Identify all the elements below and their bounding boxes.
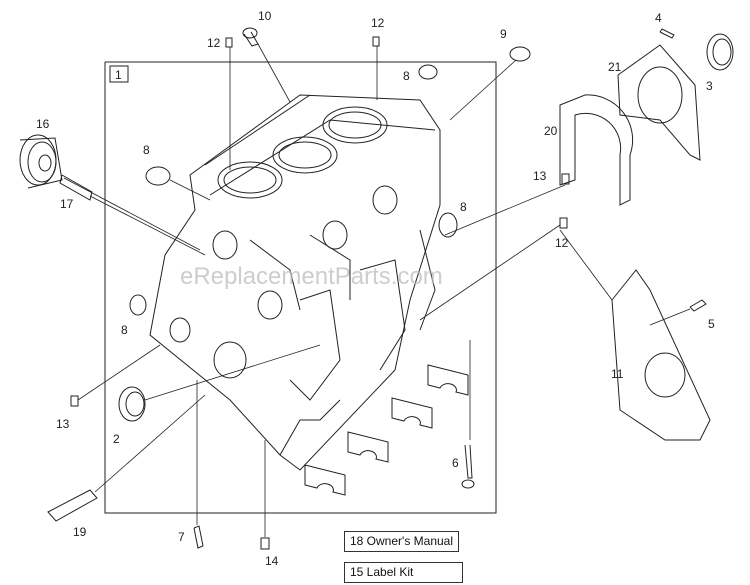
callout-13-right: 13 xyxy=(533,169,547,183)
legend-label-kit: 15 Label Kit xyxy=(344,562,463,583)
callout-2: 2 xyxy=(113,432,120,446)
watermark-text: eReplacementParts.com xyxy=(180,263,443,290)
dowel-12-top xyxy=(372,36,380,47)
oil-pump-part-16 xyxy=(19,134,63,189)
callout-8-right: 8 xyxy=(460,200,467,214)
seal-case-part-20 xyxy=(559,94,634,206)
callout-17: 17 xyxy=(60,197,74,211)
callout-4: 4 xyxy=(655,11,662,25)
callout-3: 3 xyxy=(706,79,713,93)
plug-part-9 xyxy=(509,46,531,62)
frame-label-box xyxy=(109,65,129,83)
dowel-13-left xyxy=(70,395,79,407)
dowel-12-right xyxy=(559,217,568,229)
legend-label-kit-text: 15 Label Kit xyxy=(350,565,414,579)
assembly-frame xyxy=(104,61,497,514)
bolt-part-4 xyxy=(659,28,675,39)
seal-part-2 xyxy=(118,386,146,422)
callout-5: 5 xyxy=(708,317,715,331)
callout-16: 16 xyxy=(36,117,50,131)
callout-12-top: 12 xyxy=(371,16,385,30)
callout-7: 7 xyxy=(178,530,185,544)
dowel-12-top-left xyxy=(225,37,233,48)
retainer-part-21 xyxy=(617,44,701,161)
pin-part-7 xyxy=(193,525,204,549)
callout-10: 10 xyxy=(258,9,272,23)
callout-12-right: 12 xyxy=(555,236,569,250)
plate-part-11 xyxy=(611,269,711,441)
dowel-14 xyxy=(260,537,270,550)
callout-8-left: 8 xyxy=(143,143,150,157)
callout-6: 6 xyxy=(452,456,459,470)
plugs-part-8 xyxy=(129,64,458,316)
callout-20: 20 xyxy=(544,124,558,138)
part-17 xyxy=(59,174,93,201)
part-19 xyxy=(47,489,98,522)
callout-9: 9 xyxy=(500,27,507,41)
callout-19: 19 xyxy=(73,525,87,539)
cylinder-block xyxy=(149,94,441,471)
callout-14: 14 xyxy=(265,554,279,568)
legend-owners-manual-text: 18 Owner's Manual xyxy=(350,534,454,548)
callout-13-left: 13 xyxy=(56,417,70,431)
bolt-part-6 xyxy=(461,444,475,489)
leader-lines xyxy=(63,43,691,537)
callout-21: 21 xyxy=(608,60,622,74)
callout-12-top-left: 12 xyxy=(207,36,221,50)
callout-11: 11 xyxy=(611,367,624,381)
callout-8-lower: 8 xyxy=(121,323,128,337)
callout-8-top: 8 xyxy=(403,69,410,83)
bolt-part-10 xyxy=(242,27,259,47)
bolt-part-5 xyxy=(689,299,707,312)
frame-label: 1 xyxy=(115,68,122,82)
dowel-13-right xyxy=(561,173,570,185)
legend-owners-manual: 18 Owner's Manual xyxy=(344,531,460,552)
oil-seal-part-3 xyxy=(706,33,734,71)
bearing-caps xyxy=(304,364,469,496)
